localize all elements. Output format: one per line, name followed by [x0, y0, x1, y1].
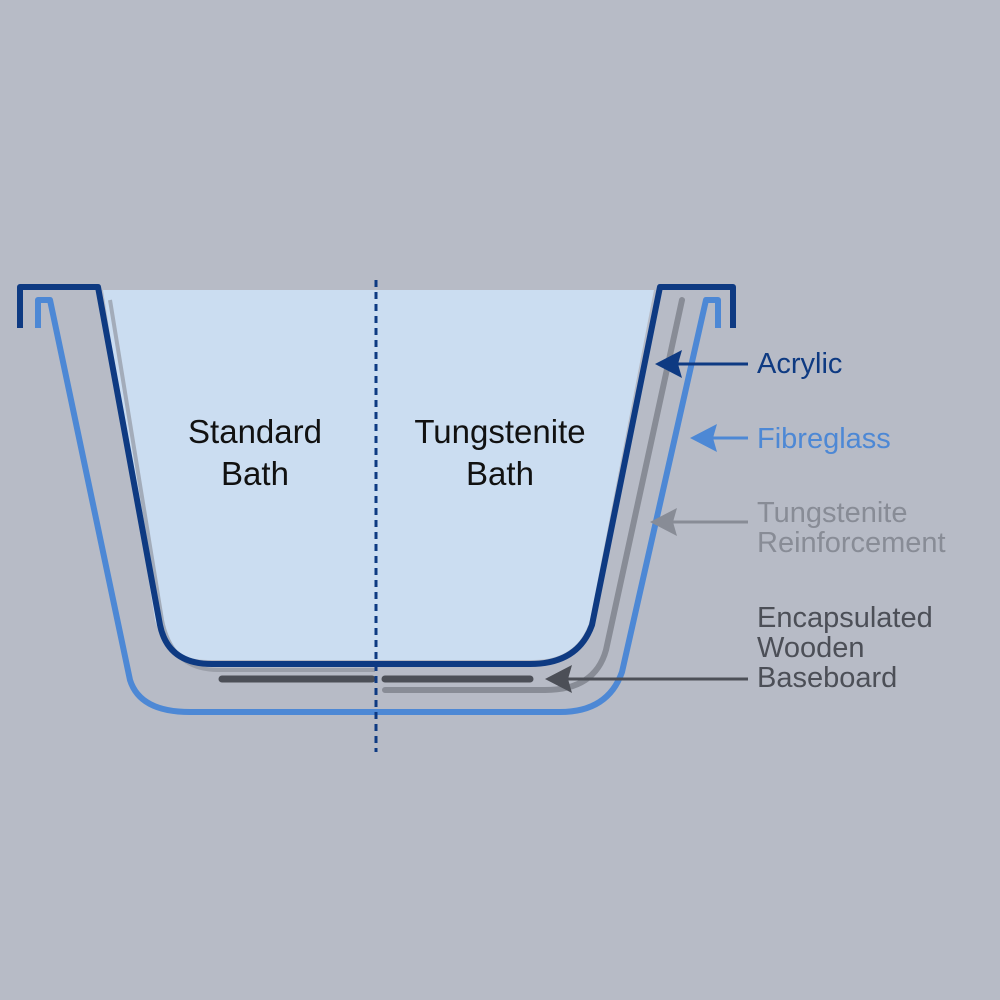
baseboard-label-line-2: Wooden	[757, 632, 865, 664]
tungstenite-bath-label-line-2: Bath	[466, 455, 534, 492]
fibreglass-arrow	[690, 424, 748, 452]
acrylic-arrow	[655, 350, 748, 378]
reinforcement-arrow	[650, 508, 748, 536]
tungstenite-reinforcement-label: Tungstenite Reinforcement	[757, 499, 946, 558]
tungstenite-bath-label: Tungstenite Bath	[390, 415, 610, 490]
reinforcement-label-line-1: Tungstenite	[757, 497, 908, 529]
standard-bath-label-line-2: Bath	[221, 455, 289, 492]
acrylic-label: Acrylic	[757, 350, 842, 379]
tungstenite-bath-label-line-1: Tungstenite	[414, 413, 586, 450]
fibreglass-label: Fibreglass	[757, 425, 891, 454]
bath-water-fill	[103, 290, 654, 660]
baseboard-arrow	[545, 665, 748, 693]
encapsulated-wooden-baseboard-label: Encapsulated Wooden Baseboard	[757, 604, 933, 693]
acrylic-layer	[17, 284, 736, 667]
standard-bath-label: Standard Bath	[155, 415, 355, 490]
acrylic-label-line-1: Acrylic	[757, 348, 843, 380]
reinforcement-label-line-2: Reinforcement	[757, 527, 946, 559]
baseboard-label-line-3: Baseboard	[757, 662, 898, 694]
standard-bath-label-line-1: Standard	[188, 413, 322, 450]
baseboard-label-line-1: Encapsulated	[757, 602, 933, 634]
fibreglass-label-line-1: Fibreglass	[757, 423, 891, 455]
